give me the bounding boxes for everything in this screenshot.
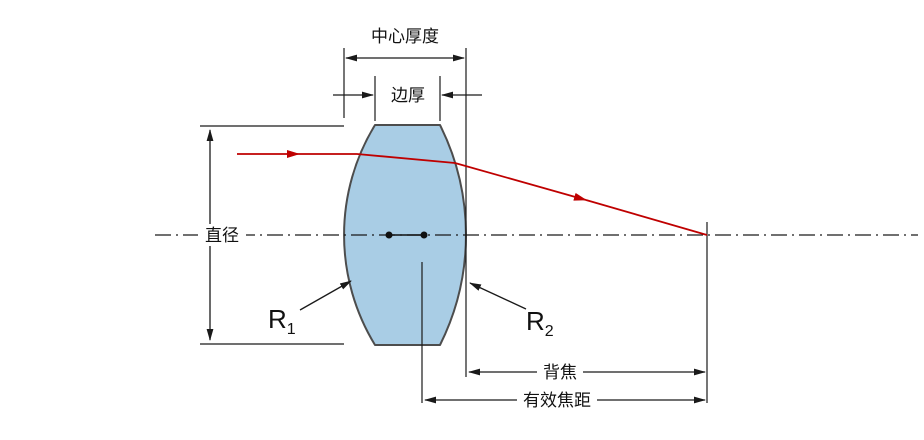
r2-leader-arrow — [469, 282, 527, 310]
r1-label-subscript: 1 — [287, 321, 296, 338]
back-focal-label: 背焦 — [543, 363, 577, 382]
r1-label: R1 — [268, 304, 296, 338]
mask-edge-thickness-label — [385, 84, 431, 106]
ray-to-focal-point-segment — [585, 199, 708, 236]
edge-thickness-label: 边厚 — [391, 86, 425, 105]
r1-leader-arrow — [299, 280, 352, 311]
center-thickness-label: 中心厚度 — [371, 27, 439, 46]
extension-lines — [200, 48, 708, 403]
r2-label-subscript: 2 — [545, 323, 554, 340]
effective-focal-label: 有效焦距 — [523, 391, 591, 410]
mask-back-focal-label — [537, 361, 583, 383]
mask-diameter-label — [198, 224, 246, 246]
light-ray — [237, 150, 708, 236]
ray-incident-to-lens-segment — [299, 153, 456, 164]
r2-label-base: R — [526, 306, 545, 336]
label-masks — [198, 84, 597, 411]
principal-point-left-dot — [385, 231, 393, 239]
r1-label-base: R — [268, 304, 287, 334]
diameter-label: 直径 — [205, 226, 239, 245]
r2-label: R2 — [526, 306, 554, 340]
mask-effective-focal-label — [517, 389, 597, 411]
ray-refracted-arrow-segment — [454, 162, 587, 201]
principal-point-right-dot — [420, 231, 428, 239]
